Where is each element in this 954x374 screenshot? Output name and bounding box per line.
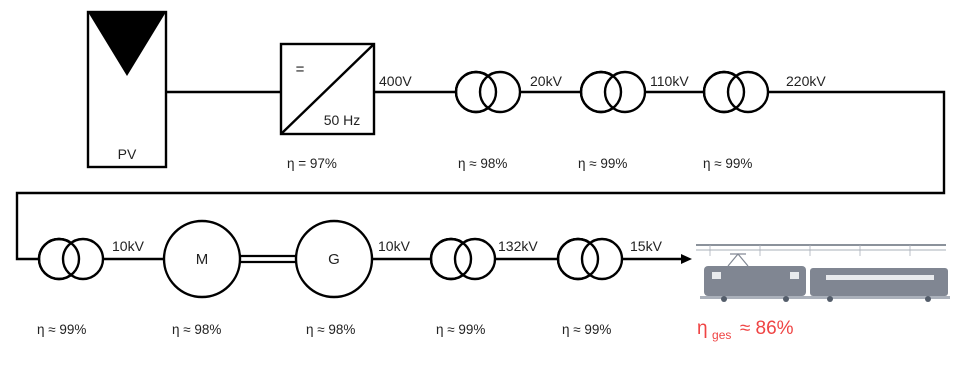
efficiency-label: η ≈ 99% — [562, 322, 611, 337]
efficiency-label: η = 97% — [287, 156, 337, 171]
voltage-label: 20kV — [530, 73, 563, 89]
inverter: = 50 Hz — [279, 42, 376, 136]
efficiency-label: η ≈ 98% — [306, 322, 355, 337]
voltage-label: 110kV — [650, 73, 689, 89]
generator-label: G — [328, 251, 340, 268]
efficiency-label: η ≈ 98% — [172, 322, 221, 337]
efficiency-label: η ≈ 99% — [578, 156, 627, 171]
pv-triangle-icon — [88, 12, 166, 76]
transformer-220kv — [702, 70, 770, 114]
efficiency-label: η ≈ 99% — [703, 156, 752, 171]
efficiency-label: η ≈ 99% — [436, 322, 485, 337]
pv-label: PV — [118, 146, 137, 162]
arrow-head-icon — [681, 254, 692, 264]
train-icon — [696, 244, 950, 302]
voltage-label: 220kV — [786, 73, 826, 89]
inverter-diagonal — [280, 43, 375, 135]
transformer-132kv — [429, 237, 497, 281]
transformer-15kv — [556, 237, 624, 281]
generator: G — [294, 219, 374, 299]
voltage-label: 132kV — [498, 238, 538, 254]
inverter-frequency: 50 Hz — [324, 112, 361, 128]
inverter-dc-symbol: = — [296, 61, 305, 78]
wire-220kv-loop — [15, 90, 946, 261]
efficiency-label: η ≈ 98% — [458, 156, 507, 171]
transformer-10kv — [37, 237, 105, 281]
voltage-label: 10kV — [378, 238, 411, 254]
voltage-label: 10kV — [112, 238, 145, 254]
total-efficiency: η ges ≈ 86% — [697, 318, 794, 343]
total-efficiency-subscript: ges — [712, 328, 731, 342]
efficiency-label: η ≈ 99% — [37, 322, 86, 337]
motor-label: M — [196, 251, 209, 268]
total-efficiency-value: ≈ 86% — [740, 318, 794, 339]
total-efficiency-symbol: η — [697, 318, 708, 339]
voltage-label: 15kV — [630, 238, 663, 254]
voltage-label: 400V — [379, 73, 412, 89]
pv-panel: PV — [86, 10, 168, 169]
transformer-110kv — [579, 70, 647, 114]
motor: M — [162, 219, 242, 299]
transformer-20kv — [454, 70, 522, 114]
